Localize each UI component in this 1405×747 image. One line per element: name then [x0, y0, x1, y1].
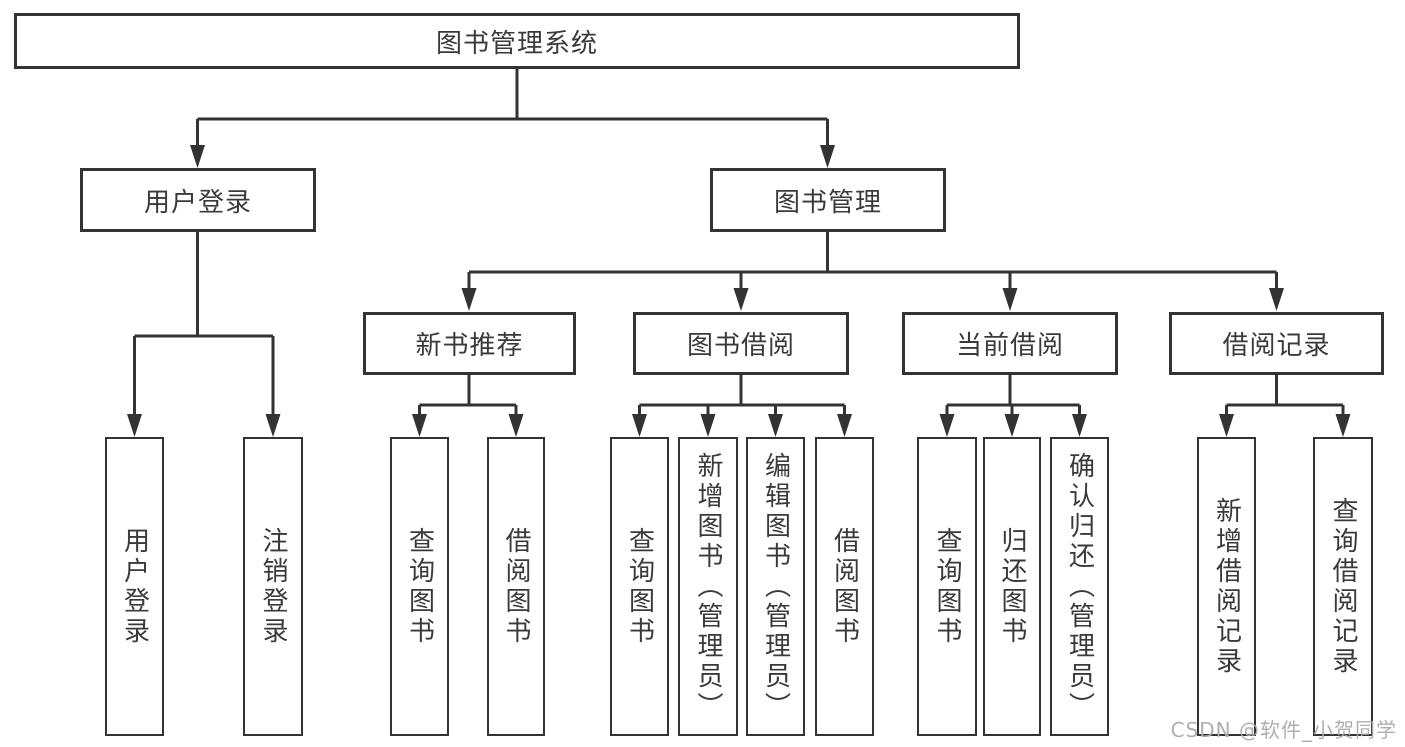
- leaf-borrow-borrow-books: 借阅图书: [815, 437, 874, 736]
- leaf-borrow-edit-books-admin: 编辑图书（管理员）: [746, 437, 805, 736]
- node-current-borrow: 当前借阅: [902, 312, 1118, 375]
- leaf-current-return-books: 归还图书: [983, 437, 1041, 736]
- leaf-recommend-borrow-books: 借阅图书: [487, 437, 545, 736]
- node-label: 新书推荐: [415, 331, 524, 361]
- node-label: 图书管理系统: [435, 28, 598, 59]
- leaf-label: 查询借阅记录: [1328, 496, 1358, 677]
- leaf-label: 查询图书: [404, 526, 435, 647]
- leaf-user-login: 用户登录: [105, 437, 164, 736]
- node-book-management: 图书管理: [710, 168, 946, 232]
- node-label: 当前借阅: [955, 331, 1064, 361]
- leaf-label: 新增借阅记录: [1211, 496, 1242, 677]
- leaf-borrow-add-books-admin: 新增图书（管理员）: [678, 437, 738, 736]
- node-new-book-recommend: 新书推荐: [363, 312, 576, 375]
- csdn-watermark: CSDN @软件_小贺同学: [1170, 718, 1397, 742]
- leaf-label: 借阅图书: [501, 526, 531, 647]
- leaf-label: 查询图书: [932, 526, 962, 647]
- arrowhead-icons: [127, 145, 1351, 437]
- node-user-login: 用户登录: [80, 168, 316, 232]
- node-label: 图书借阅: [686, 331, 795, 361]
- leaf-current-query-books: 查询图书: [917, 437, 977, 736]
- node-label: 用户登录: [143, 187, 252, 218]
- leaf-records-query-borrow-record: 查询借阅记录: [1313, 437, 1373, 736]
- node-book-borrow: 图书借阅: [633, 312, 849, 375]
- node-label: 借阅记录: [1222, 331, 1331, 361]
- leaf-borrow-query-books: 查询图书: [610, 437, 669, 736]
- leaf-label: 编辑图书（管理员）: [760, 451, 791, 722]
- leaf-label: 用户登录: [119, 526, 150, 647]
- node-label: 图书管理: [773, 187, 882, 218]
- node-library-management-system: 图书管理系统: [14, 13, 1020, 69]
- leaf-label: 新增图书（管理员）: [693, 451, 723, 722]
- leaf-label: 归还图书: [997, 526, 1027, 647]
- leaf-logout-login: 注销登录: [243, 437, 303, 736]
- node-borrow-records: 借阅记录: [1169, 312, 1384, 375]
- leaf-label: 借阅图书: [829, 526, 860, 647]
- leaf-current-confirm-return-admin: 确认归还（管理员）: [1050, 437, 1109, 736]
- leaf-recommend-query-books: 查询图书: [390, 437, 449, 736]
- leaf-records-add-borrow-record: 新增借阅记录: [1197, 437, 1256, 736]
- leaf-label: 确认归还（管理员）: [1064, 451, 1095, 722]
- connector-stems: [133, 69, 1345, 424]
- leaf-label: 注销登录: [258, 526, 288, 647]
- leaf-label: 查询图书: [624, 526, 655, 647]
